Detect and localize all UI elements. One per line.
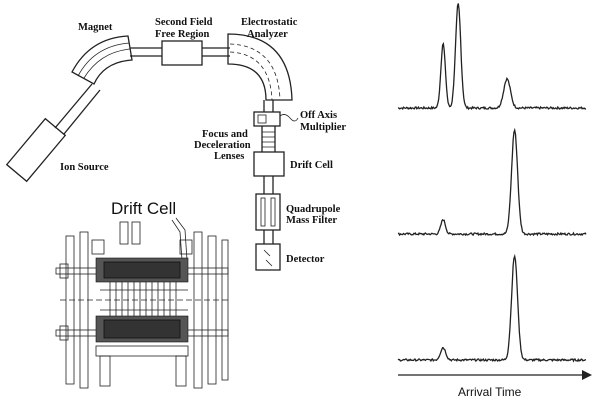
axis-arrowhead — [582, 370, 592, 380]
focus-label-1: Focus and — [202, 129, 248, 140]
off-axis-multiplier — [253, 111, 299, 127]
drift-cell-box — [253, 151, 285, 177]
detector — [255, 243, 281, 271]
focus-label-2: Deceleration — [194, 140, 251, 151]
esa-label-1: Electrostatic — [241, 17, 298, 28]
quad-label-1: Quadrupole — [286, 204, 341, 215]
magnet-label: Magnet — [78, 22, 113, 33]
ion-source-label: Ion Source — [60, 162, 109, 173]
off-axis-label-2: Multiplier — [300, 122, 346, 133]
trace-2 — [397, 127, 587, 237]
second-field-free-region — [161, 40, 203, 66]
arrival-time-spectra: Arrival Time — [397, 3, 592, 399]
drift-cell-drawing: Drift Cell — [55, 199, 229, 389]
ion-source — [5, 117, 67, 183]
magnet — [71, 35, 133, 85]
beam-tube-source — [54, 83, 93, 129]
off-axis-label-1: Off Axis — [300, 110, 337, 121]
focus-label-3: Lenses — [214, 151, 244, 162]
drift-cell-label: Drift Cell — [290, 160, 333, 171]
second-field-label-1: Second Field — [155, 17, 213, 28]
second-field-label-2: Free Region — [155, 29, 209, 40]
electrostatic-analyzer — [227, 33, 293, 101]
trace-3 — [397, 253, 587, 363]
detector-label: Detector — [286, 254, 325, 265]
quad-label-2: Mass Filter — [286, 215, 337, 226]
arrival-time-label: Arrival Time — [458, 385, 522, 399]
drift-cell-title: Drift Cell — [111, 199, 176, 218]
focus-deceleration-lenses — [261, 126, 276, 152]
quadrupole-mass-filter — [255, 193, 281, 231]
trace-1 — [397, 3, 587, 111]
instrument-schematic: Magnet Second Field Free Region Electros… — [5, 17, 346, 271]
esa-label-2: Analyzer — [247, 29, 288, 40]
